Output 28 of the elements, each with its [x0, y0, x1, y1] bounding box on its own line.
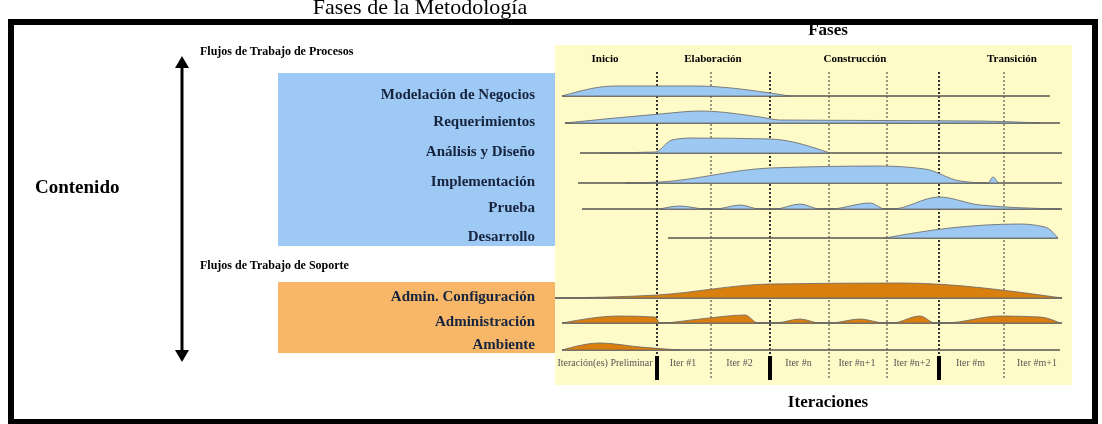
- iteration-label: Iter #n: [784, 357, 813, 369]
- iteration-label: Iter #n+1: [837, 357, 877, 369]
- phase-label: Construcción: [822, 52, 888, 64]
- discipline-label: Administración: [435, 313, 535, 330]
- phase-label: Inicio: [590, 52, 620, 64]
- iteration-label: Iter #m+1: [1016, 357, 1058, 369]
- discipline-label: Desarrollo: [467, 228, 535, 245]
- process-workflow-panel: [278, 73, 555, 246]
- discipline-label: Implementación: [430, 173, 535, 190]
- support-workflow-panel: [278, 282, 555, 353]
- axis-title: Iteraciones: [786, 392, 870, 412]
- phase-chart-panel: [555, 45, 1072, 385]
- iteration-label: Iter #1: [668, 357, 698, 369]
- iteration-label: Iter #m: [954, 357, 987, 369]
- discipline-label: Análisis y Diseño: [425, 143, 535, 160]
- section-heading: Flujos de Trabajo de Soporte: [200, 258, 349, 273]
- discipline-label: Requerimientos: [433, 113, 535, 130]
- discipline-label: Prueba: [488, 199, 535, 216]
- discipline-label: Modelación de Negocios: [380, 86, 535, 103]
- axis-title: Contenido: [35, 176, 120, 198]
- iteration-label: Iter #2: [725, 357, 754, 369]
- discipline-label: Ambiente: [472, 336, 535, 353]
- discipline-label: Admin. Configuración: [390, 288, 535, 305]
- phase-label: Transición: [986, 52, 1038, 64]
- phase-label: Elaboración: [683, 52, 743, 64]
- iteration-label: Iter #n+2: [892, 357, 932, 369]
- section-heading: Flujos de Trabajo de Procesos: [200, 44, 354, 59]
- iteration-label: Iteración(es) Preliminar: [557, 357, 653, 369]
